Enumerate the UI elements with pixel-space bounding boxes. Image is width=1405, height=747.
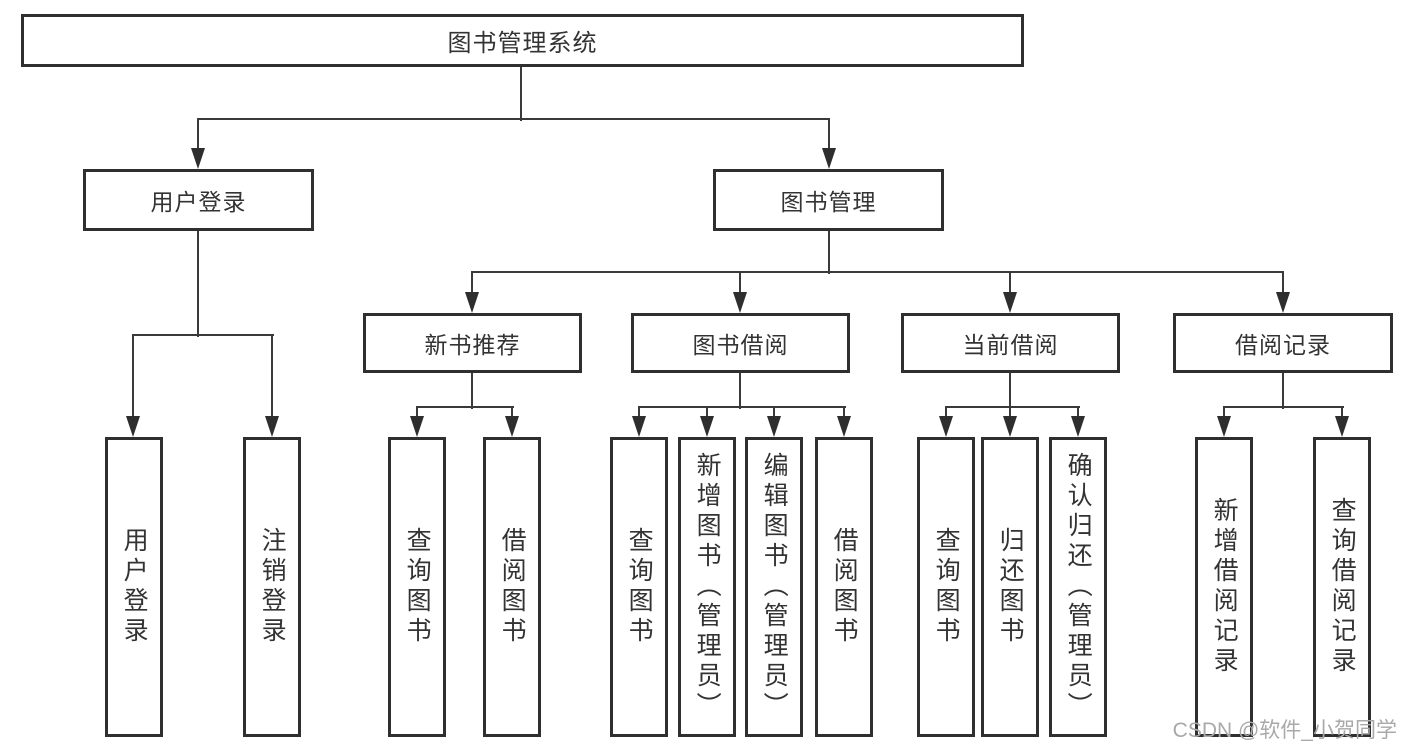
leaf-user-login-label: 用户登录 xyxy=(120,527,149,647)
leaf-nb-query-books: 查询图书 xyxy=(388,437,446,737)
arrow-down-icon xyxy=(505,416,519,437)
arrow-down-icon xyxy=(1071,416,1085,437)
leaf-nb-query-books-label: 查询图书 xyxy=(403,527,432,647)
leaf-bb-edit-books-admin-label: 编辑图书（管理员） xyxy=(760,452,789,722)
leaf-cb-confirm-return-admin: 确认归还（管理员） xyxy=(1049,437,1107,737)
arrow-down-icon xyxy=(733,292,747,313)
arrow-down-icon xyxy=(191,148,205,169)
arrow-down-icon xyxy=(767,416,781,437)
connector-arrow-stub xyxy=(416,407,418,418)
connector-arrow-stub xyxy=(739,272,741,294)
connector-horizontal-line xyxy=(1223,406,1344,408)
leaf-bb-borrow-books: 借阅图书 xyxy=(815,437,873,737)
arrow-down-icon xyxy=(410,416,424,437)
leaf-br-query-record-label: 查询借阅记录 xyxy=(1328,497,1357,677)
arrow-down-icon xyxy=(1217,416,1231,437)
node-book-management: 图书管理 xyxy=(713,169,944,231)
arrow-down-icon xyxy=(822,148,836,169)
node-new-book-recommendation: 新书推荐 xyxy=(363,313,582,373)
watermark: CSDN @软件_小贺同学 xyxy=(1172,719,1397,742)
connector-vertical-line xyxy=(471,373,473,409)
connector-arrow-stub xyxy=(828,119,830,150)
node-borrowing-records-label: 借阅记录 xyxy=(1235,332,1331,358)
leaf-br-add-record-label: 新增借阅记录 xyxy=(1210,497,1239,677)
leaf-cb-query-books-label: 查询图书 xyxy=(932,527,961,647)
arrow-down-icon xyxy=(632,416,646,437)
arrow-down-icon xyxy=(265,416,279,437)
node-book-borrowing-label: 图书借阅 xyxy=(692,332,789,358)
arrow-down-icon xyxy=(1003,416,1017,437)
leaf-bb-query-books: 查询图书 xyxy=(610,437,668,737)
node-book-management-label: 图书管理 xyxy=(780,189,877,215)
leaf-bb-add-books-admin: 新增图书（管理员） xyxy=(678,437,736,737)
connector-arrow-stub xyxy=(511,407,513,418)
leaf-user-login: 用户登录 xyxy=(105,437,163,737)
connector-horizontal-line xyxy=(132,334,274,336)
arrow-down-icon xyxy=(1335,416,1349,437)
connector-arrow-stub xyxy=(197,119,199,150)
arrow-down-icon xyxy=(1003,292,1017,313)
leaf-cb-confirm-return-admin-label: 确认归还（管理员） xyxy=(1064,452,1093,722)
arrow-down-icon xyxy=(465,292,479,313)
node-book-borrowing: 图书借阅 xyxy=(631,313,850,373)
leaf-bb-edit-books-admin: 编辑图书（管理员） xyxy=(745,437,803,737)
leaf-bb-add-books-admin-label: 新增图书（管理员） xyxy=(693,452,722,722)
node-user-login: 用户登录 xyxy=(83,169,314,231)
connector-arrow-stub xyxy=(271,335,273,418)
leaf-br-add-record: 新增借阅记录 xyxy=(1195,437,1253,737)
arrow-down-icon xyxy=(939,416,953,437)
arrow-down-icon xyxy=(126,416,140,437)
connector-arrow-stub xyxy=(1009,272,1011,294)
leaf-bb-query-books-label: 查询图书 xyxy=(625,527,654,647)
connector-vertical-line xyxy=(1282,373,1284,409)
connector-arrow-stub xyxy=(1077,407,1079,418)
connector-vertical-line xyxy=(828,231,830,274)
leaf-br-query-record: 查询借阅记录 xyxy=(1313,437,1371,737)
connector-arrow-stub xyxy=(1282,272,1284,294)
connector-arrow-stub xyxy=(638,407,640,418)
node-borrowing-records: 借阅记录 xyxy=(1173,313,1393,373)
connector-horizontal-line xyxy=(638,406,846,408)
node-user-login-label: 用户登录 xyxy=(150,189,247,215)
leaf-cb-return-books-label: 归还图书 xyxy=(996,527,1025,647)
arrow-down-icon xyxy=(700,416,714,437)
connector-arrow-stub xyxy=(945,407,947,418)
node-new-book-recommendation-label: 新书推荐 xyxy=(424,332,521,358)
connector-arrow-stub xyxy=(706,407,708,418)
leaf-logout-label: 注销登录 xyxy=(258,527,287,647)
node-library-management-system-label: 图书管理系统 xyxy=(447,30,598,57)
connector-arrow-stub xyxy=(132,335,134,418)
connector-arrow-stub xyxy=(773,407,775,418)
connector-horizontal-line xyxy=(471,271,1284,273)
node-current-borrowing-label: 当前借阅 xyxy=(962,332,1059,358)
node-library-management-system: 图书管理系统 xyxy=(21,14,1024,67)
connector-vertical-line xyxy=(520,67,522,121)
leaf-nb-borrow-books: 借阅图书 xyxy=(483,437,541,737)
connector-arrow-stub xyxy=(471,272,473,294)
arrow-down-icon xyxy=(1276,292,1290,313)
connector-horizontal-line xyxy=(945,406,1080,408)
leaf-cb-query-books: 查询图书 xyxy=(917,437,975,737)
connector-arrow-stub xyxy=(1341,407,1343,418)
connector-arrow-stub xyxy=(1223,407,1225,418)
leaf-nb-borrow-books-label: 借阅图书 xyxy=(498,527,527,647)
connector-horizontal-line xyxy=(416,406,514,408)
connector-vertical-line xyxy=(739,373,741,409)
connector-arrow-stub xyxy=(843,407,845,418)
connector-horizontal-line xyxy=(197,118,830,120)
connector-arrow-stub xyxy=(1009,407,1011,418)
leaf-logout: 注销登录 xyxy=(243,437,301,737)
leaf-cb-return-books: 归还图书 xyxy=(981,437,1039,737)
connector-vertical-line xyxy=(197,231,199,337)
leaf-bb-borrow-books-label: 借阅图书 xyxy=(830,527,859,647)
arrow-down-icon xyxy=(837,416,851,437)
connector-vertical-line xyxy=(1009,373,1011,409)
node-current-borrowing: 当前借阅 xyxy=(901,313,1120,373)
